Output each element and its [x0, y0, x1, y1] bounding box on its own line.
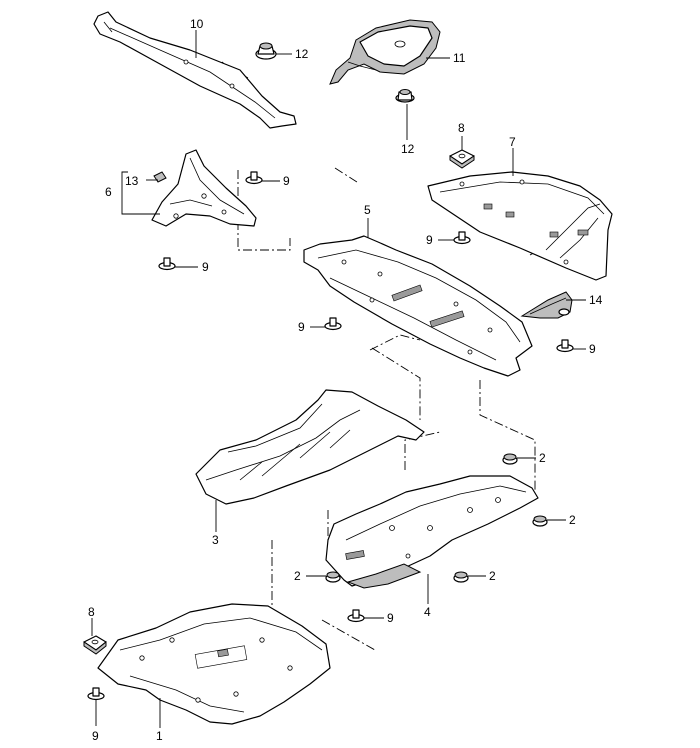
- callout-9-d: 9: [298, 320, 305, 334]
- callout-2-b: 2: [569, 513, 576, 527]
- screw-9-d: [324, 317, 342, 331]
- callout-labels: 10 12 11 12 8 7 6 13 9 9 5 9 9 14 9 3 2 …: [88, 17, 603, 743]
- part-12-clip-lower: [395, 89, 415, 103]
- part-8-nut-upper: [449, 149, 475, 169]
- callout-12-lower: 12: [401, 142, 415, 156]
- part-4-side-panel: [325, 475, 539, 589]
- callout-2-d: 2: [489, 569, 496, 583]
- part-1-front-panel: [97, 603, 331, 725]
- callout-6: 6: [105, 185, 112, 199]
- callout-9-a: 9: [283, 174, 290, 188]
- callout-9-c: 9: [426, 233, 433, 247]
- part-3-tray-panel: [195, 389, 425, 505]
- callout-8-lower: 8: [88, 605, 95, 619]
- fastener-nuts-2: [325, 453, 548, 583]
- callout-12-upper: 12: [295, 47, 309, 61]
- callout-1: 1: [156, 729, 163, 743]
- fastener-screws-9: [87, 171, 574, 701]
- part-6-bracket-assembly: [151, 149, 257, 227]
- nut-2-a: [502, 453, 518, 465]
- screw-9-e: [556, 339, 574, 353]
- callout-13: 13: [125, 174, 139, 188]
- part-8-nut-lower: [83, 635, 107, 655]
- callout-8-upper: 8: [458, 121, 465, 135]
- leader-lines: [91, 30, 586, 728]
- callout-10: 10: [190, 17, 204, 31]
- callout-9-b: 9: [202, 260, 209, 274]
- screw-9-b: [158, 257, 176, 271]
- part-14-bracket: [520, 291, 573, 319]
- callout-9-g: 9: [92, 729, 99, 743]
- part-11-heat-shield: [329, 19, 441, 85]
- callout-2-a: 2: [539, 451, 546, 465]
- part-5-center-panel: [303, 235, 533, 377]
- part-12-clip-upper: [255, 42, 277, 60]
- callout-7: 7: [509, 135, 516, 149]
- callout-4: 4: [424, 605, 431, 619]
- callout-14: 14: [589, 293, 603, 307]
- part-7-rear-panel: [427, 171, 613, 281]
- callout-5: 5: [364, 203, 371, 217]
- callout-11: 11: [453, 51, 466, 65]
- screw-9-c: [453, 231, 471, 245]
- screw-9-a: [245, 171, 263, 185]
- nut-2-c: [325, 571, 341, 583]
- callout-9-e: 9: [589, 342, 596, 356]
- callout-3: 3: [212, 533, 219, 547]
- nut-2-b: [532, 515, 548, 527]
- screw-9-g: [87, 687, 105, 701]
- part-10-crossmember: [93, 11, 297, 129]
- callout-2-c: 2: [294, 569, 301, 583]
- callout-9-f: 9: [387, 611, 394, 625]
- screw-9-f: [347, 609, 365, 623]
- nut-2-d: [453, 571, 469, 583]
